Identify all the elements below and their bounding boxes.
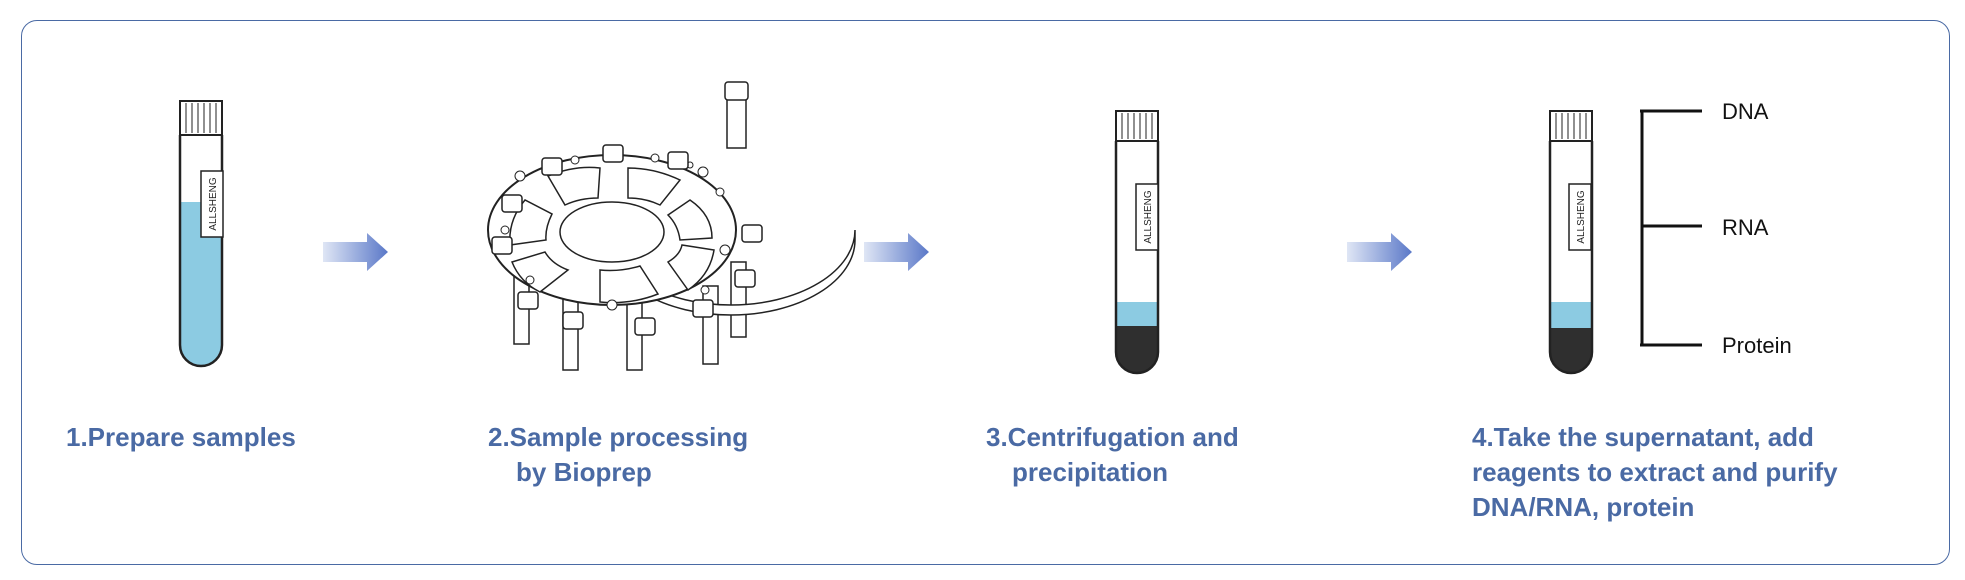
arrow-icon [323, 233, 388, 271]
step-1-line-1: 1.Prepare samples [66, 422, 296, 452]
step-4-label: 4.Take the supernatant, add reagents to … [1472, 420, 1838, 525]
bioprep-rotor-icon [487, 81, 856, 371]
arrow-icon [864, 233, 929, 271]
tube-brand-label: ALLSHENG [1143, 190, 1154, 244]
arrow-icon [1347, 233, 1412, 271]
sample-tube-1: ALLSHENG [178, 100, 224, 368]
supernatant-tube-4: ALLSHENG [1548, 110, 1594, 375]
step-3-label: 3.Centrifugation and precipitation [986, 420, 1239, 490]
step-4-line-2: reagents to extract and purify [1472, 457, 1838, 487]
tube-brand-label: ALLSHENG [208, 177, 219, 231]
output-bracket [1640, 109, 1702, 347]
step-4-line-1: 4.Take the supernatant, add [1472, 422, 1814, 452]
output-label-protein: Protein [1722, 333, 1792, 358]
step-3-line-2: precipitation [1012, 457, 1169, 487]
step-2-line-1: 2.Sample processing [488, 422, 749, 452]
step-1-label: 1.Prepare samples [66, 420, 296, 455]
output-label-rna: RNA [1722, 215, 1769, 240]
tube-brand-label: ALLSHENG [1576, 190, 1587, 244]
centrifuged-tube-3: ALLSHENG [1114, 110, 1160, 375]
step-2-label: 2.Sample processing by Bioprep [488, 420, 748, 490]
output-label-dna: DNA [1722, 99, 1769, 124]
diagram-frame [21, 20, 1950, 565]
step-2-line-2: by Bioprep [516, 457, 652, 487]
step-4-line-3: DNA/RNA, protein [1472, 492, 1695, 522]
step-3-line-1: 3.Centrifugation and [986, 422, 1239, 452]
